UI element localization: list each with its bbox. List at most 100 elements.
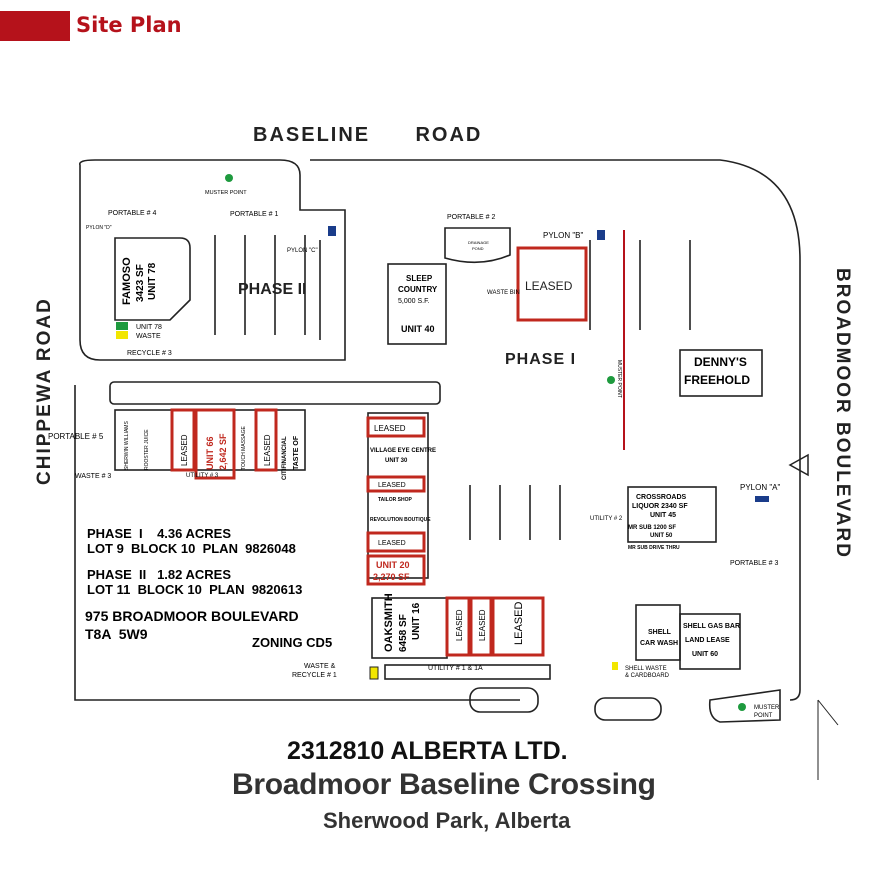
phase1-label: PHASE I [505,351,576,368]
sleep-country-1: SLEEP [406,274,433,283]
legal-postal: T8A 5W9 [85,626,148,642]
unit20-sf: 2,270 SF [373,572,410,582]
pylon-d-label: PYLON "D" [86,225,112,231]
leased-label: LEASED [455,609,464,641]
famoso-label: FAMOSO [121,257,133,305]
site-outline-west [79,159,346,361]
road-label-east: BROADMOOR BOULEVARD [832,268,853,559]
pylon-a-label: PYLON "A" [740,483,781,492]
famoso-sf: 3423 SF [135,264,146,302]
waste-marker-icon [116,322,128,330]
pylon-icon [597,230,605,240]
muster-point-icon [738,703,746,711]
waste-recycle-label: WASTE & [304,663,336,670]
shell-gas-unit: UNIT 60 [692,651,718,658]
muster-point-label: MUSTER POINT [616,360,622,398]
sleep-country-building [387,263,447,345]
unit20-box [366,554,426,586]
unit78-label: UNIT 78 [136,324,162,331]
waste-bin-label: WASTE BIN [487,290,520,296]
central-strip-building [367,412,429,579]
dennys-building [679,349,763,397]
crossroads-building [627,486,717,543]
unit66-sf: 2,642 SF [218,433,228,470]
triangle-icon [788,453,809,477]
citi-label: CITIFINANCIAL [282,436,288,480]
leased-label: LEASED [180,434,189,466]
sherwin-label: SHERWIN WILLIAMS [124,421,130,470]
header-accent-bar [0,11,70,41]
revolution-label: REVOLUTION BOUTIQUE [370,517,431,523]
crossroads-unit: UNIT 45 [650,512,676,519]
pylon-icon [755,496,769,502]
muster-point-label: MUSTER [754,705,780,711]
portable4-label: PORTABLE # 4 [108,210,156,217]
project-name: Broadmoor Baseline Crossing [232,768,656,801]
legal-zoning: ZONING CD5 [252,635,332,650]
shell-wash-sub: CAR WASH [640,640,678,647]
unit20-label: UNIT 20 [376,560,410,570]
pylon-b-label: PYLON "B" [543,231,584,240]
rooster-label: ROOSTER JUICE [144,429,150,470]
leased-box-south-3 [491,596,545,657]
shell-wash-label: SHELL [648,629,672,636]
drainage-label: POND [472,246,484,251]
shell-waste-label: SHELL WASTE [625,666,667,672]
muster-point-icon [607,376,615,384]
shell-gas-label: SHELL GAS BAR [683,623,740,630]
waste-marker-icon [369,666,379,680]
leased-box-west-2 [254,408,278,472]
sleep-country-4: UNIT 40 [401,324,435,334]
shell-gas-bar [679,613,741,670]
pylon-c-label: PYLON "C" [287,248,318,254]
portable1-label: PORTABLE # 1 [230,211,278,218]
unit66-label: UNIT 66 [205,436,215,470]
drainage-label: DRAINAGE [468,240,489,245]
crossroads-label: CROSSROADS [636,494,687,501]
village-eye-label: VILLAGE EYE CENTRE [370,448,436,454]
portable5-label: PORTABLE # 5 [48,432,104,441]
phase2-building [114,237,191,321]
island-3 [708,689,781,723]
drainage-pond [444,227,511,264]
sleep-country-3: 5,000 S.F. [398,298,430,305]
page-title: Site Plan [76,13,182,37]
phase2-label: PHASE II [238,281,306,298]
mr-sub-label: MR SUB 1200 SF [628,525,676,531]
mr-sub-drive: MR SUB DRIVE THRU [628,545,680,551]
leased-box-west-1 [170,408,196,472]
portable2-label: PORTABLE # 2 [447,214,495,221]
waste-marker-icon [116,331,128,339]
leased-label: LEASED [478,609,487,641]
leased-label: LEASED [378,482,406,489]
pylon-icon [328,226,336,236]
leased-box-top [516,246,588,322]
road-label-north: BASELINE ROAD [253,124,482,146]
oaksmith-unit: UNIT 16 [411,602,422,640]
sleep-country-2: COUNTRY [398,285,438,294]
legal-phase2: PHASE II 1.82 ACRES [87,567,231,582]
shell-waste-label: & CARDBOARD [625,673,670,679]
famoso-unit: UNIT 78 [147,262,158,300]
legal-address: 975 BROADMOOR BOULEVARD [85,608,299,624]
muster-point-icon [225,174,233,182]
unit66-box [194,408,236,480]
utility-strip [384,664,551,680]
muster-point-label: POINT [754,713,773,719]
leased-label: LEASED [525,279,573,293]
leased-box-central-3 [366,531,426,553]
leased-box-south-1 [445,596,471,657]
parking-strip-row [109,381,441,405]
shell-gas-lease: LAND LEASE [685,637,730,644]
leased-label: LEASED [513,602,525,645]
site-outline-main [310,159,801,701]
waste-marker-icon [612,662,618,670]
road-label-west: CHIPPEWA ROAD [34,297,55,485]
leased-label: LEASED [374,424,406,433]
utility2-label: UTILITY # 2 [590,516,623,522]
legal-lot9: LOT 9 BLOCK 10 PLAN 9826048 [87,541,296,556]
leased-label: LEASED [378,540,406,547]
project-location: Sherwood Park, Alberta [323,808,571,833]
leased-box-central-2 [366,475,426,493]
leased-box-central-1 [366,416,426,438]
